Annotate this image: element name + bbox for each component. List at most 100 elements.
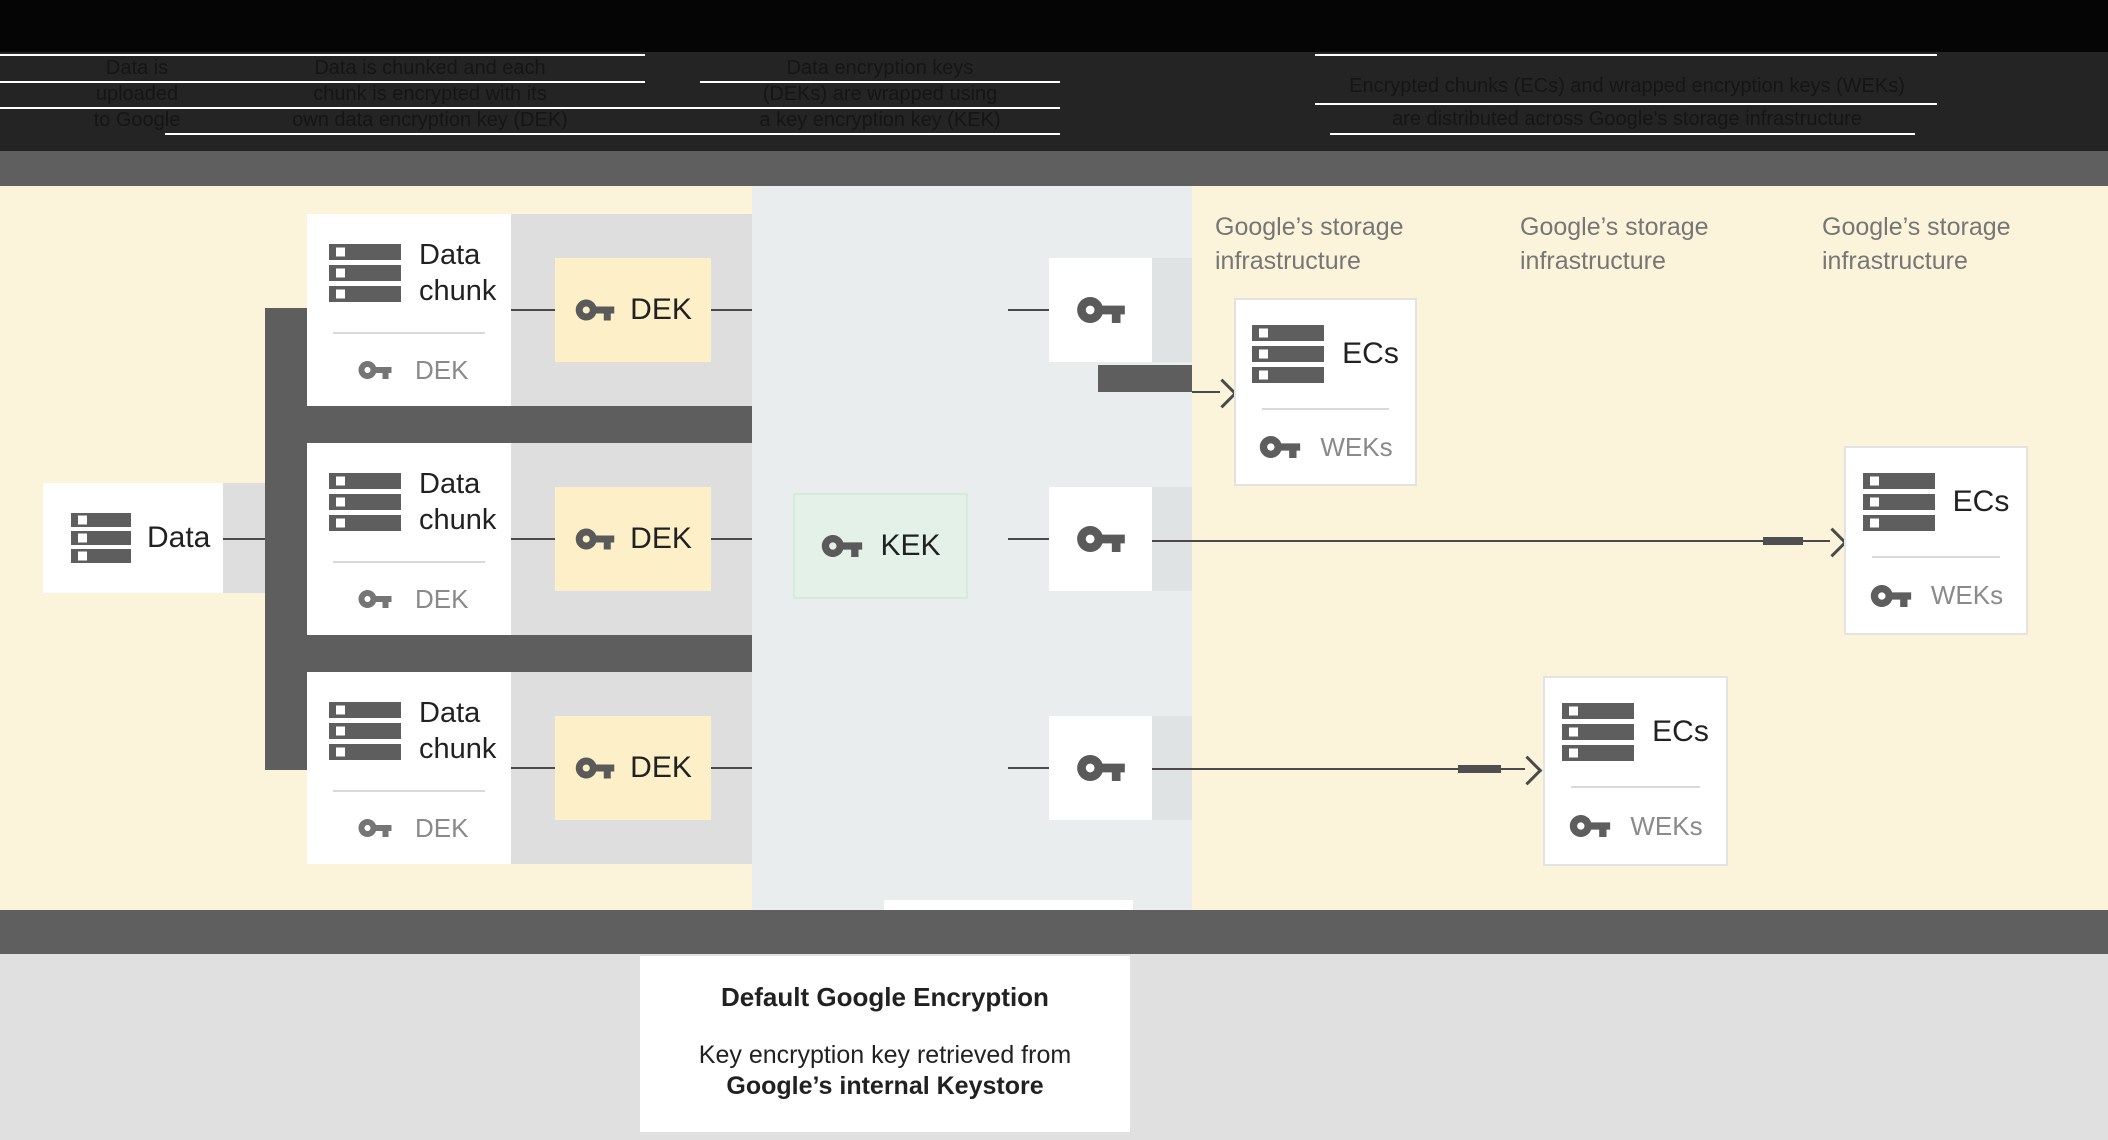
server-icon xyxy=(1562,703,1635,761)
key-icon xyxy=(1076,526,1125,552)
header-step-4-line: are distributed across Google’s storage … xyxy=(1389,103,1865,136)
server-icon xyxy=(1252,325,1325,383)
header-step-4-line: Encrypted chunks (ECs) and wrapped encry… xyxy=(1346,70,1908,103)
ecs-label: ECs xyxy=(1952,485,2010,518)
connector-line xyxy=(1008,767,1049,769)
underline-artifact xyxy=(700,81,1060,83)
header-step-3-line: (DEKs) are wrapped using xyxy=(759,81,1001,107)
caption-title: Default Google Encryption xyxy=(721,982,1049,1012)
divider xyxy=(1571,786,1700,788)
header-step-3: Data encryption keys (DEKs) are wrapped … xyxy=(705,55,1055,133)
header-step-2-line: Data is chunked and each xyxy=(311,55,549,81)
dek-box-label: DEK xyxy=(630,293,692,326)
dek-box-label: DEK xyxy=(630,751,692,784)
ecs-box: ECs WEKs xyxy=(1234,298,1417,486)
underline-artifact xyxy=(0,107,1060,109)
row-band-connector xyxy=(265,406,752,443)
arrow-dash xyxy=(1763,537,1803,545)
header-step-2: Data is chunked and each chunk is encryp… xyxy=(260,55,600,133)
key-icon xyxy=(1076,755,1125,781)
wrapping-key-box xyxy=(1049,716,1152,820)
key-icon xyxy=(1870,584,1912,607)
header-step-1-line: uploaded xyxy=(92,81,182,107)
divider xyxy=(1262,408,1389,410)
connector-line xyxy=(511,767,555,769)
top-separator-bar xyxy=(0,151,2108,186)
underline-artifact xyxy=(165,133,1060,135)
data-chunk-box: Data chunk DEK xyxy=(307,214,511,406)
kek-box: KEK xyxy=(793,493,968,599)
weks-label: WEKs xyxy=(1320,431,1393,462)
connector-line xyxy=(1008,309,1049,311)
key-box-strip xyxy=(1152,258,1192,362)
key-icon xyxy=(575,528,615,550)
underline-artifact xyxy=(1330,133,1915,135)
connector-line xyxy=(511,538,555,540)
connector-line xyxy=(711,538,752,540)
divider xyxy=(333,561,485,563)
data-chunk-label: Data chunk xyxy=(419,468,497,536)
bottom-separator-bar xyxy=(0,910,2108,954)
key-icon xyxy=(358,590,392,608)
ecs-box: ECs WEKs xyxy=(1543,676,1728,866)
data-chunk-label: Data chunk xyxy=(419,239,497,307)
storage-infrastructure-label: Google’s storage infrastructure xyxy=(1822,213,2011,275)
caption-box: Default Google Encryption Key encryption… xyxy=(640,956,1130,1132)
panel-bottom-notch xyxy=(884,900,1133,910)
data-box-label: Data xyxy=(147,521,211,554)
header-band: Data is uploaded to Google Data is chunk… xyxy=(0,0,2108,151)
key-box-strip xyxy=(1152,487,1192,591)
storage-infrastructure-label: Google’s storage infrastructure xyxy=(1215,213,1404,275)
trunk-connector xyxy=(265,308,307,770)
dek-box: DEK xyxy=(555,716,711,820)
connector-line xyxy=(511,309,555,311)
header-step-2-line: own data encryption key (DEK) xyxy=(289,107,571,133)
connector-line xyxy=(711,767,752,769)
caption-line-2: Google’s internal Keystore xyxy=(726,1072,1044,1100)
underline-artifact xyxy=(0,81,645,83)
underline-artifact xyxy=(1315,54,1937,56)
arrow-dash xyxy=(1458,765,1501,773)
dek-box-label: DEK xyxy=(630,522,692,555)
header-step-3-line: a key encryption key (KEK) xyxy=(756,107,1004,133)
underline-artifact xyxy=(1315,103,1937,105)
server-icon xyxy=(329,702,401,760)
ecs-label: ECs xyxy=(1652,715,1709,748)
wrapping-key-box xyxy=(1049,258,1152,362)
wrapping-key-box xyxy=(1049,487,1152,591)
header-step-3-line: Data encryption keys xyxy=(783,55,977,81)
arrow-line xyxy=(1192,391,1220,393)
divider xyxy=(333,790,485,792)
dek-box: DEK xyxy=(555,487,711,591)
header-step-2-line: chunk is encrypted with its xyxy=(310,81,550,107)
key-icon xyxy=(358,361,392,379)
arrow-line xyxy=(1152,540,1830,542)
data-chunk-label: Data chunk xyxy=(419,697,497,765)
data-server-icon xyxy=(71,513,131,563)
chunk-dek-label: DEK xyxy=(415,583,469,614)
ecs-label: ECs xyxy=(1342,337,1399,370)
connector-line xyxy=(1008,538,1049,540)
weks-label: WEKs xyxy=(1630,810,1703,841)
connector-line xyxy=(711,309,752,311)
ecs-box: ECs WEKs xyxy=(1844,446,2028,635)
row-band-connector xyxy=(265,635,752,672)
divider xyxy=(333,332,485,334)
key-icon xyxy=(575,299,615,321)
key-icon xyxy=(358,819,392,837)
key-icon xyxy=(822,535,863,557)
header-step-4: Encrypted chunks (ECs) and wrapped encry… xyxy=(1302,70,1952,136)
data-connector-line xyxy=(223,538,265,540)
server-icon xyxy=(1862,473,1935,531)
server-icon xyxy=(329,244,401,302)
weks-label: WEKs xyxy=(1930,580,2004,610)
key-icon xyxy=(1076,297,1125,323)
dek-box: DEK xyxy=(555,258,711,362)
kek-box-label: KEK xyxy=(880,529,941,562)
server-icon xyxy=(329,473,401,531)
key-icon xyxy=(1260,436,1301,458)
key-icon xyxy=(1570,815,1611,837)
header-step-1: Data is uploaded to Google xyxy=(37,55,237,133)
chunk-dek-label: DEK xyxy=(415,354,469,385)
key-icon xyxy=(575,757,615,779)
